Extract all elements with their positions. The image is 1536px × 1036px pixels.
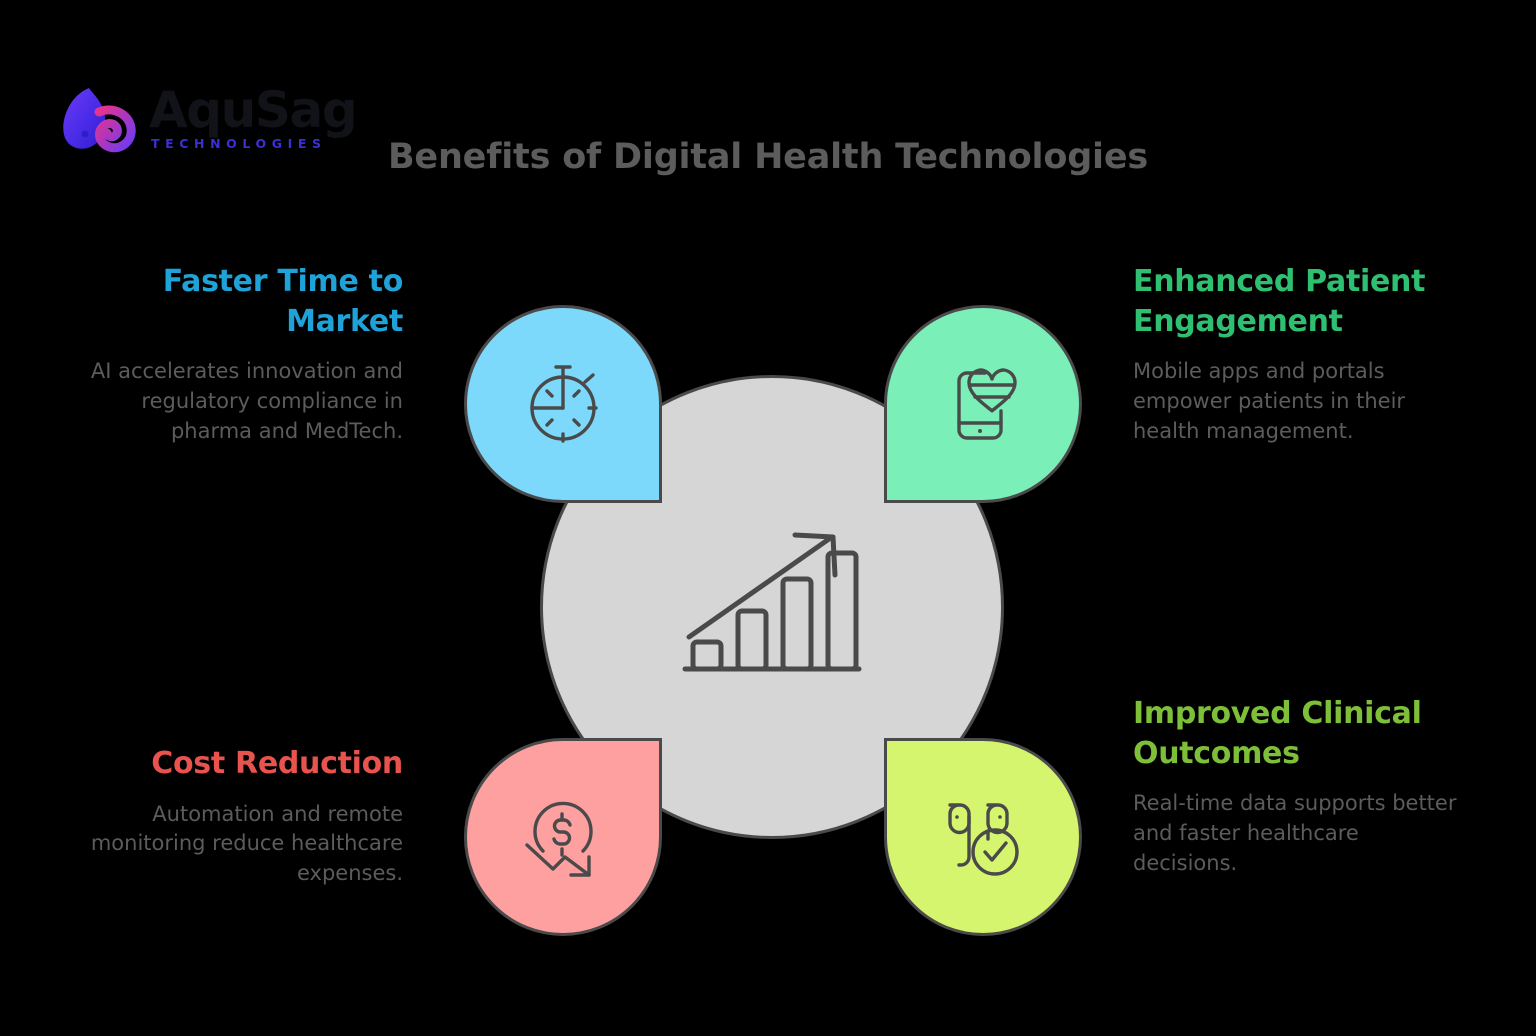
brand-tagline: TECHNOLOGIES [151,136,327,152]
panel-enhanced-patient-engagement: Enhanced Patient Engagement Mobile apps … [1133,262,1463,447]
dollar-down-arrow-icon [525,801,593,877]
benefit-heading: Cost Reduction [151,746,403,781]
growth-bar-chart-icon [682,532,862,672]
benefit-body: Automation and remote monitoring reduce … [90,801,403,886]
panel-cost-reduction: Cost Reduction Automation and remote mon… [73,744,403,889]
benefit-heading: Improved Clinical Outcomes [1133,696,1422,771]
brand-logo: AquSag TECHNOLOGIES [55,81,358,154]
panel-faster-time-to-market: Faster Time to Market AI accelerates inn… [73,262,403,447]
panel-improved-clinical-outcomes: Improved Clinical Outcomes Real-time dat… [1133,694,1463,879]
badge-enhanced-patient-engagement[interactable] [884,305,1082,503]
mobile-heart-icon [957,368,1017,440]
page-title: Benefits of Digital Health Technologies [387,137,1149,177]
stopwatch-icon [530,365,598,443]
stethoscope-check-icon [948,803,1019,876]
benefit-body: AI accelerates innovation and regulatory… [90,359,403,443]
benefit-heading: Faster Time to Market [162,264,404,339]
badge-cost-reduction[interactable] [464,738,662,936]
benefit-body: Real-time data supports better and faste… [1133,791,1457,875]
benefit-heading: Enhanced Patient Engagement [1133,264,1426,339]
brand-name: AquSag [149,81,358,140]
badge-faster-time-to-market[interactable] [464,305,662,503]
benefit-body: Mobile apps and portals empower patients… [1133,359,1406,443]
badge-improved-clinical-outcomes[interactable] [884,738,1082,936]
aqusag-swirl-logo-icon [63,88,136,153]
